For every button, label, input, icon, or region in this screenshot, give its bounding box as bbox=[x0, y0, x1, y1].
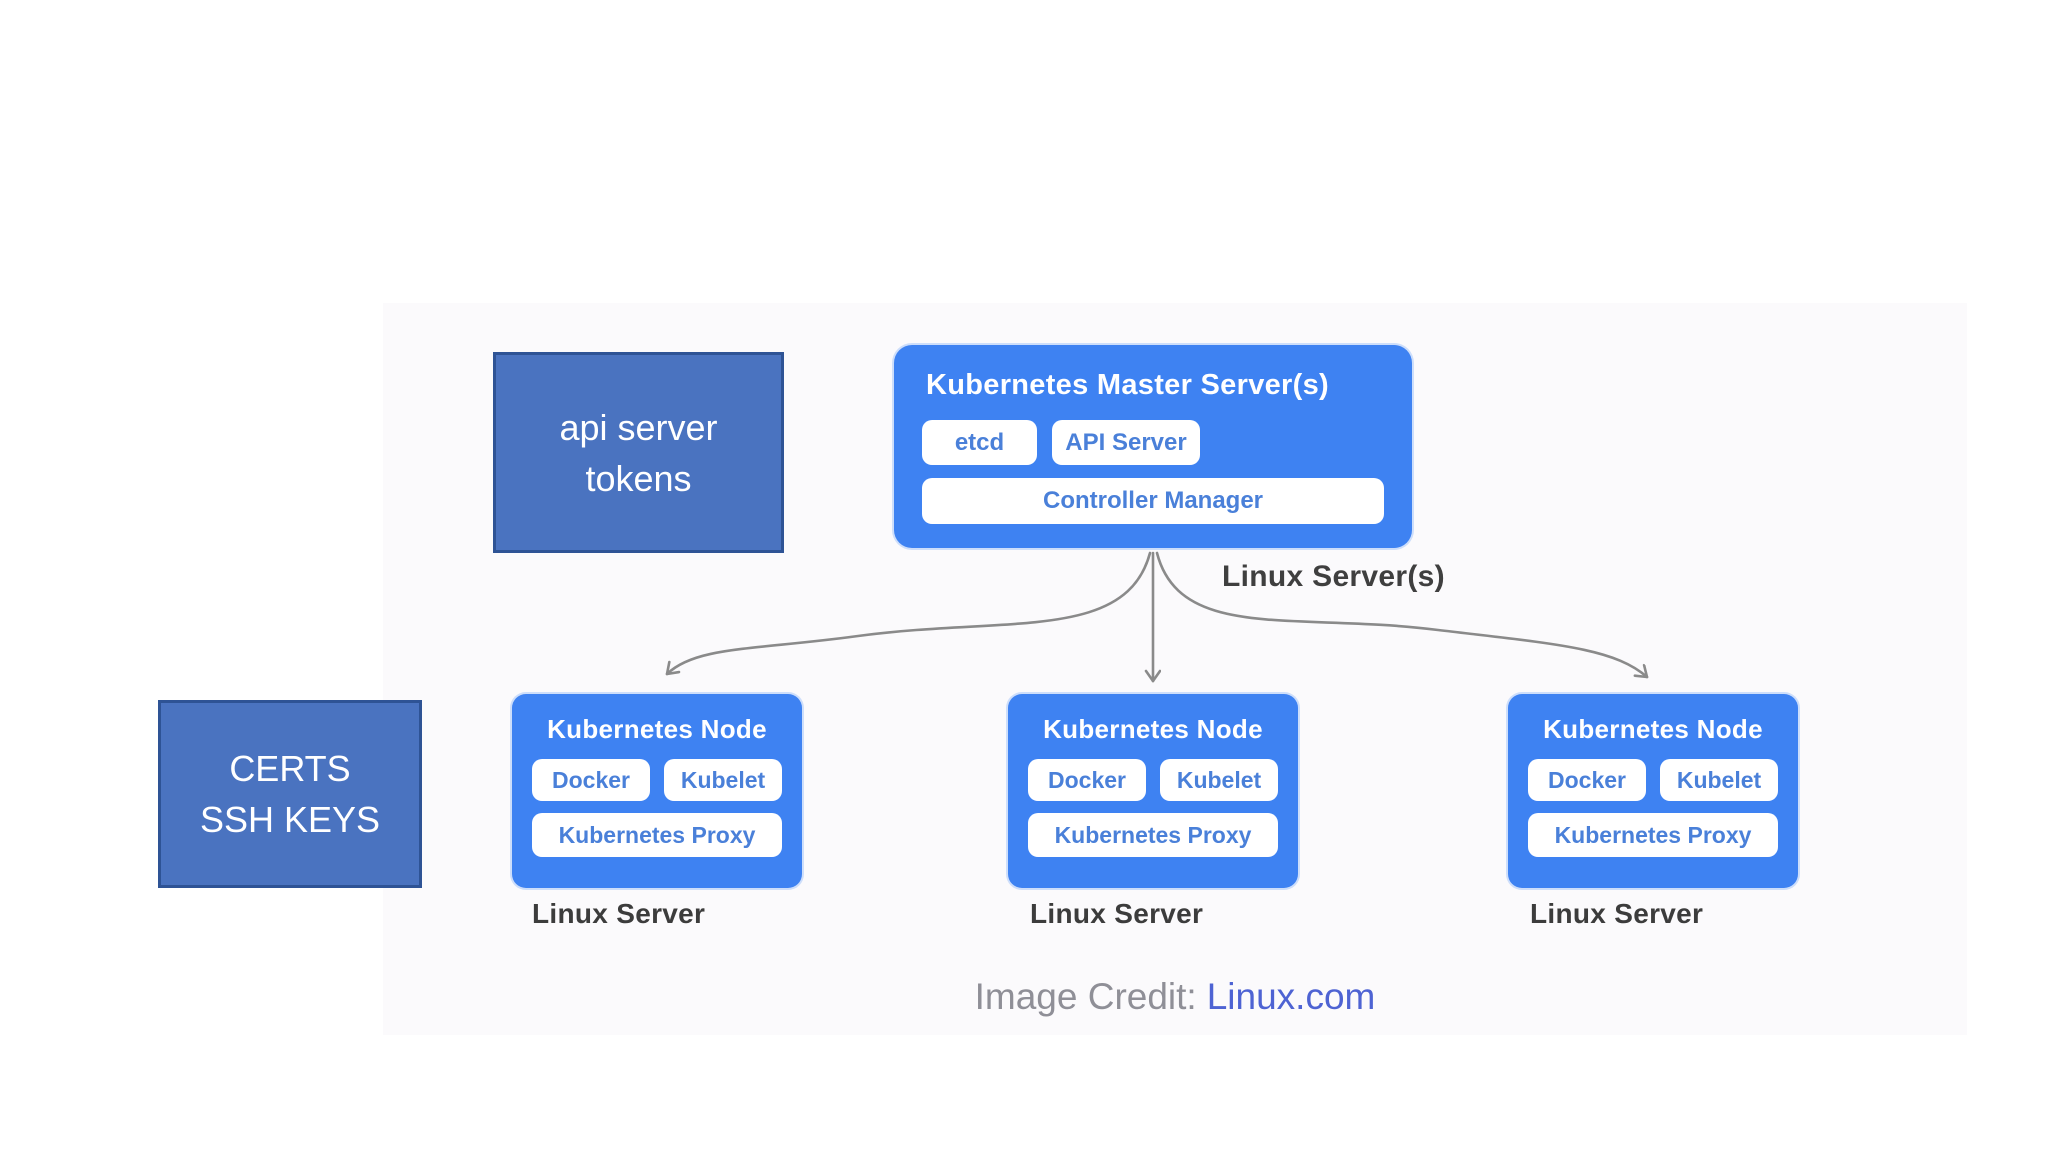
api-server-component: API Server bbox=[1052, 420, 1200, 465]
node-title: Kubernetes Node bbox=[1043, 714, 1263, 744]
linux-servers-label: Linux Server(s) bbox=[1222, 560, 1445, 593]
kubernetes-proxy-component: Kubernetes Proxy bbox=[1528, 813, 1778, 857]
node-components-row: Docker Kubelet bbox=[532, 759, 782, 801]
linux-server-label-3: Linux Server bbox=[1530, 898, 1704, 929]
kubernetes-node-box-1: Kubernetes Node Docker Kubelet Kubernete… bbox=[512, 694, 802, 888]
image-credit-text: Image Credit: bbox=[974, 976, 1197, 1017]
controller-manager-component: Controller Manager bbox=[922, 478, 1384, 524]
kubernetes-node-box-2: Kubernetes Node Docker Kubelet Kubernete… bbox=[1008, 694, 1298, 888]
node-title: Kubernetes Node bbox=[547, 714, 767, 744]
master-components-row: etcd API Server bbox=[922, 420, 1384, 465]
linux-server-label-1: Linux Server bbox=[532, 898, 706, 929]
kubelet-component: Kubelet bbox=[1660, 759, 1778, 801]
annotation-api-server-tokens: api server tokens bbox=[493, 352, 784, 553]
docker-component: Docker bbox=[532, 759, 650, 801]
kubelet-component: Kubelet bbox=[664, 759, 782, 801]
kubernetes-proxy-component: Kubernetes Proxy bbox=[532, 813, 782, 857]
etcd-component: etcd bbox=[922, 420, 1037, 465]
kubelet-component: Kubelet bbox=[1160, 759, 1278, 801]
annotation-line: SSH KEYS bbox=[199, 799, 381, 840]
annotation-line: api server bbox=[559, 406, 718, 448]
annotation-line: tokens bbox=[585, 457, 692, 499]
node-title: Kubernetes Node bbox=[1543, 714, 1763, 744]
linux-server-label-2: Linux Server bbox=[1030, 898, 1204, 929]
docker-component: Docker bbox=[1528, 759, 1646, 801]
image-credit: Image Credit:Linux.com bbox=[383, 976, 1967, 1018]
annotation-line: CERTS bbox=[229, 748, 351, 789]
node-components-row: Docker Kubelet bbox=[1028, 759, 1278, 801]
kubernetes-proxy-component: Kubernetes Proxy bbox=[1028, 813, 1278, 857]
master-server-title: Kubernetes Master Server(s) bbox=[926, 369, 1329, 401]
docker-component: Docker bbox=[1028, 759, 1146, 801]
linux-com-link[interactable]: Linux.com bbox=[1206, 976, 1376, 1017]
master-server-box: Kubernetes Master Server(s) etcd API Ser… bbox=[894, 345, 1412, 548]
node-components-row: Docker Kubelet bbox=[1528, 759, 1778, 801]
kubernetes-node-box-3: Kubernetes Node Docker Kubelet Kubernete… bbox=[1508, 694, 1798, 888]
annotation-certs-ssh-keys: CERTS SSH KEYS bbox=[158, 700, 422, 888]
